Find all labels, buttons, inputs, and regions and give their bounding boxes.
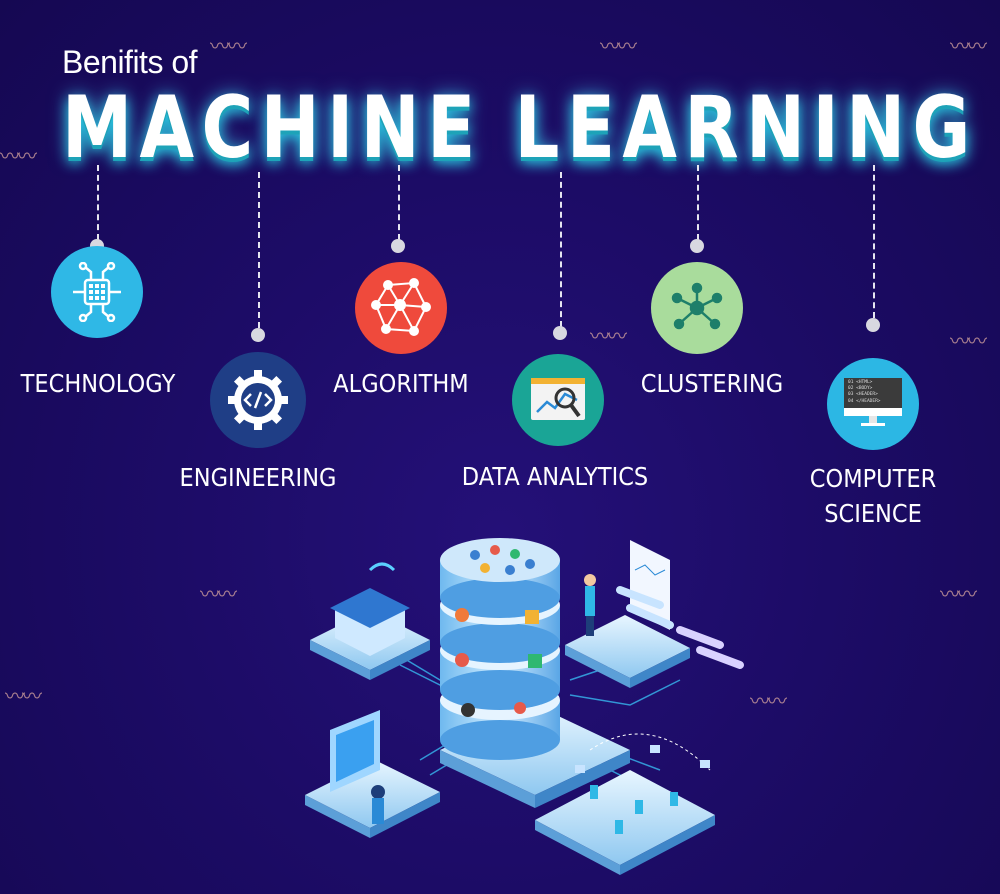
store-platform [310,562,430,680]
connector-dot [391,239,405,253]
wave-decoration: 〰〰 [0,144,37,168]
benefit-label-algorithm: ALGORITHM [333,369,469,398]
connector-line [97,165,99,240]
connector-line [697,165,699,240]
world-map-platform [535,733,715,875]
machine-learning-illustration [305,538,744,875]
page-title: MACHINE LEARNING [62,78,978,178]
wave-decoration: 〰〰 [750,689,787,713]
wave-decoration: 〰〰 [200,582,237,606]
subtitle: Benifits of [62,44,198,80]
code-screen: 01 <HTML> 02 <BODY> 03 <HEADER> 04 </HEA… [844,378,902,408]
connector-line [560,172,562,327]
wave-decoration: 〰〰 [590,324,627,348]
cluster-nodes-icon [651,262,743,354]
benefit-label-engineering: ENGINEERING [179,463,337,492]
code-line: 01 <HTML> [848,380,873,385]
chart-magnifier-icon [512,354,604,446]
wave-decoration: 〰〰 [950,329,987,353]
wave-decoration: 〰〰 [950,34,987,58]
connector-dot [866,318,880,332]
code-monitor-icon: 01 <HTML> 02 <BODY> 03 <HEADER> 04 </HEA… [827,358,919,450]
benefit-label-technology: TECHNOLOGY [20,369,176,398]
wave-decoration: 〰〰 [600,34,637,58]
benefit-label-computer-science: COMPUTER SCIENCE [810,461,936,531]
label-line: SCIENCE [824,499,922,528]
benefit-label-clustering: CLUSTERING [640,369,784,398]
connector-dot [251,328,265,342]
circuit-chip-icon [51,246,143,338]
wave-decoration: 〰〰 [210,34,247,58]
connector-line [873,165,875,318]
benefit-label-data-analytics: DATA ANALYTICS [461,462,649,491]
network-polyhedron-icon [355,262,447,354]
code-line: 03 <HEADER> [848,392,878,398]
label-line: COMPUTER [809,464,937,493]
connector-dot [690,239,704,253]
laptop-platform [305,710,440,838]
connector-line [258,172,260,328]
wave-decoration: 〰〰 [5,684,42,708]
connector-dot [553,326,567,340]
wave-decoration: 〰〰 [940,582,977,606]
analytics-platform [565,540,744,688]
code-line: 04 </HEADER> [848,398,881,404]
code-line: 02 <BODY> [848,386,873,392]
connector-line [398,165,400,240]
monitor: 01 <HTML> 02 <BODY> 03 <HEADER> 04 </HEA… [844,378,902,430]
code-gear-icon [210,352,306,448]
